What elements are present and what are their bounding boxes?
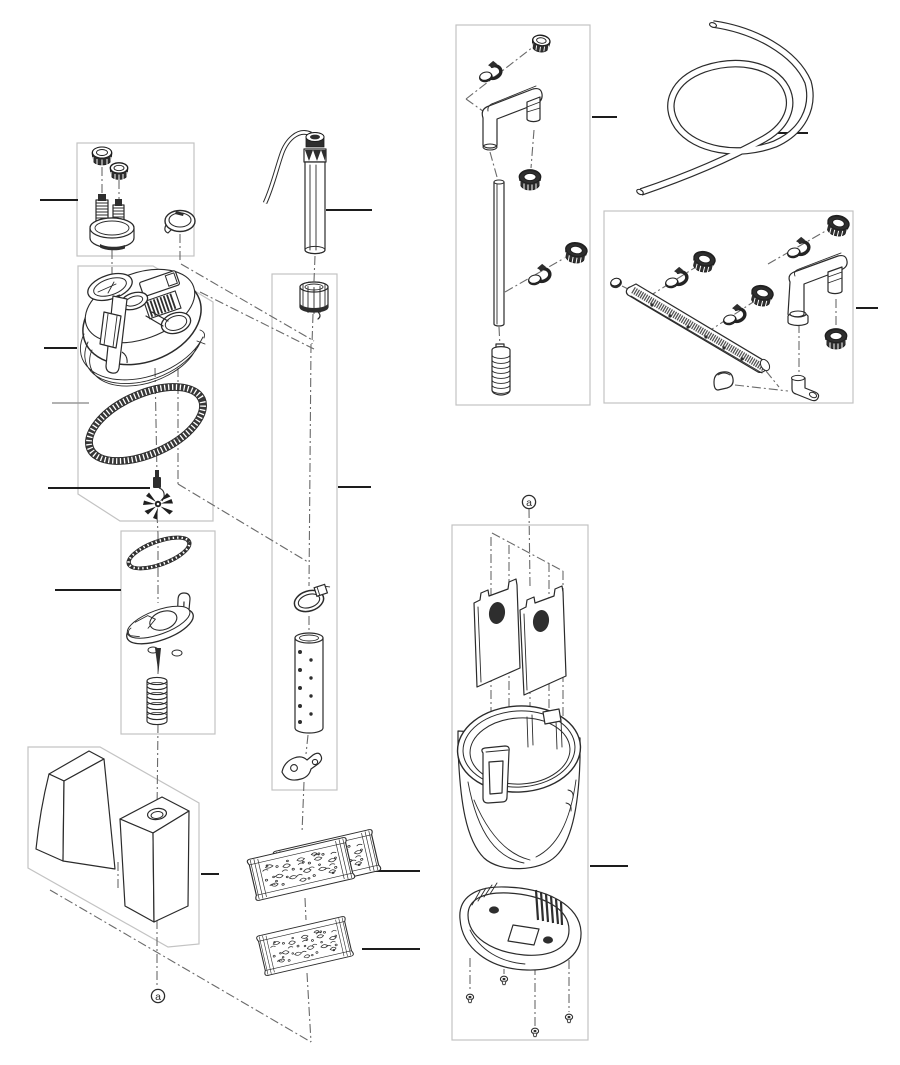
svg-text:a: a [155, 991, 161, 1003]
svg-text:a: a [526, 497, 532, 509]
